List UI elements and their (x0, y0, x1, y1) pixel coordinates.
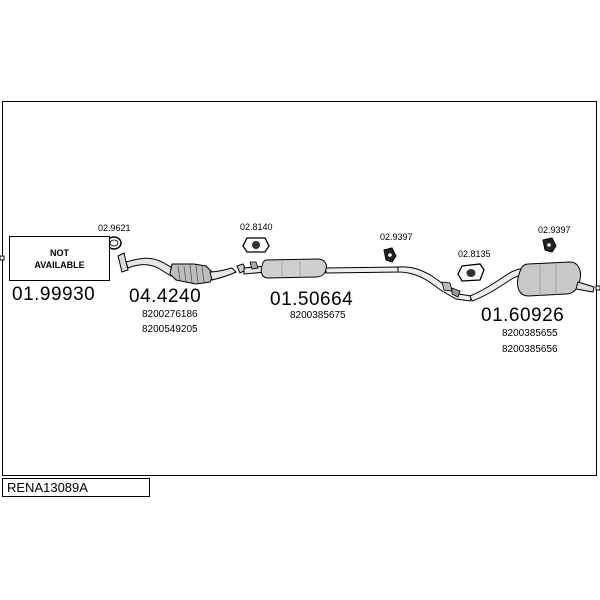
part-number-label: 04.4240 (129, 286, 202, 307)
oem-number-label: 8200385656 (502, 344, 558, 355)
gasket-ring-part (106, 236, 122, 250)
not-available-box: NOT AVAILABLE (9, 236, 110, 281)
rubber-mount-part-2 (457, 263, 485, 282)
rubber-mount-part (242, 237, 270, 253)
hanger-part-1 (383, 247, 397, 263)
oem-number-label: 8200385675 (290, 310, 346, 321)
left-marker (0, 255, 5, 261)
accessory-label-gasket: 02.9621 (98, 223, 131, 233)
oem-number-label: 8200385655 (502, 328, 558, 339)
catalytic-converter-part (117, 252, 237, 285)
accessory-label-mount: 02.8140 (240, 222, 273, 232)
accessory-label-hanger-1: 02.9397 (380, 232, 413, 242)
reference-code: RENA13089A (7, 480, 88, 495)
hanger-part-2 (542, 237, 557, 253)
middle-silencer-part (236, 258, 401, 279)
accessory-label-mount-2: 02.8135 (458, 249, 491, 259)
part-number-label: 01.60926 (481, 305, 565, 326)
oem-number-label: 8200549205 (142, 324, 198, 335)
reference-code-box: RENA13089A (2, 478, 150, 497)
connecting-pipe (397, 266, 473, 302)
right-marker (595, 285, 600, 291)
not-available-label: NOT AVAILABLE (34, 247, 85, 270)
rear-silencer-part (469, 261, 595, 302)
oem-number-label: 8200276186 (142, 309, 198, 320)
part-number-label: 01.50664 (270, 289, 354, 310)
accessory-label-hanger-2: 02.9397 (538, 225, 571, 235)
part-number-label: 01.99930 (12, 284, 96, 305)
